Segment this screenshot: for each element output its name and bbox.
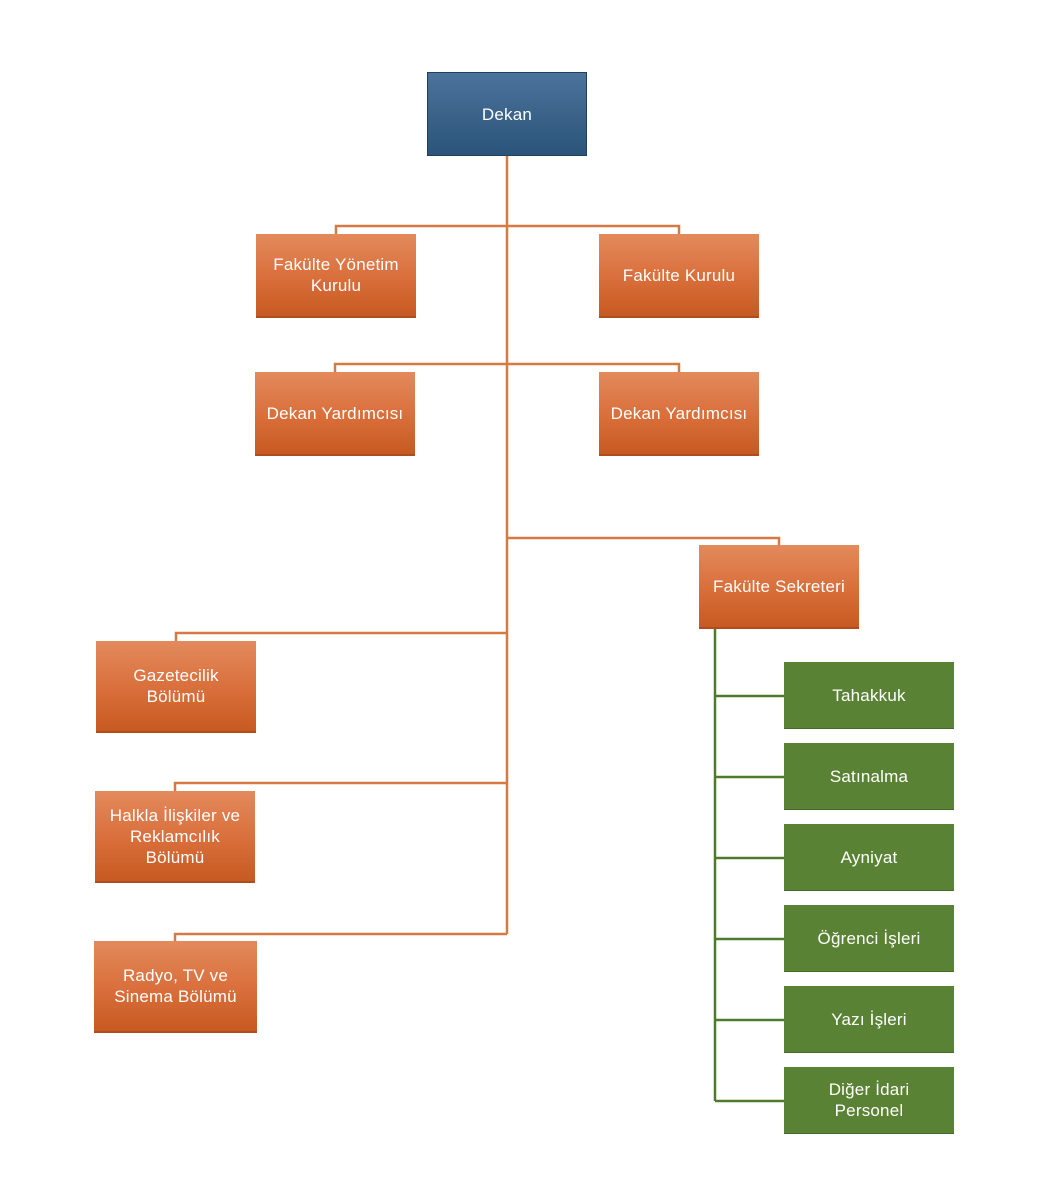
branch-halkla-iliskiler: [173, 781, 507, 791]
branch-dekan-yardimcisi-1: [333, 362, 507, 372]
node-fakulte-kurulu: Fakülte Kurulu: [599, 234, 759, 318]
node-fakulte-sekreteri: Fakülte Sekreteri: [699, 545, 859, 629]
node-gazetecilik-bolumu: Gazetecilik Bölümü: [96, 641, 256, 733]
branch-fakulte-kurulu: [507, 224, 681, 234]
node-fakulte-yonetim-kurulu: Fakülte Yönetim Kurulu: [256, 234, 416, 318]
node-radyo-tv-sinema-bolumu: Radyo, TV ve Sinema Bölümü: [94, 941, 257, 1033]
node-halkla-iliskiler-bolumu: Halkla İlişkiler ve Reklamcılık Bölümü: [95, 791, 255, 883]
node-dekan: Dekan: [427, 72, 587, 156]
node-tahakkuk: Tahakkuk: [784, 662, 954, 729]
node-dekan-yardimcisi-1: Dekan Yardımcısı: [255, 372, 415, 456]
node-diger-idari-personel: Diğer İdari Personel: [784, 1067, 954, 1134]
orange-connectors: [173, 156, 781, 941]
node-dekan-yardimcisi-2: Dekan Yardımcısı: [599, 372, 759, 456]
node-ogrenci-isleri: Öğrenci İşleri: [784, 905, 954, 972]
branch-radyo-tv: [173, 932, 507, 941]
node-satinalma: Satınalma: [784, 743, 954, 810]
branch-gazetecilik: [174, 631, 507, 641]
branch-fakulte-sekreteri: [507, 536, 781, 545]
branch-fakulte-yonetim-kurulu: [334, 224, 507, 234]
branch-dekan-yardimcisi-2: [507, 362, 681, 372]
green-connectors: [713, 629, 784, 1103]
node-ayniyat: Ayniyat: [784, 824, 954, 891]
node-yazi-isleri: Yazı İşleri: [784, 986, 954, 1053]
